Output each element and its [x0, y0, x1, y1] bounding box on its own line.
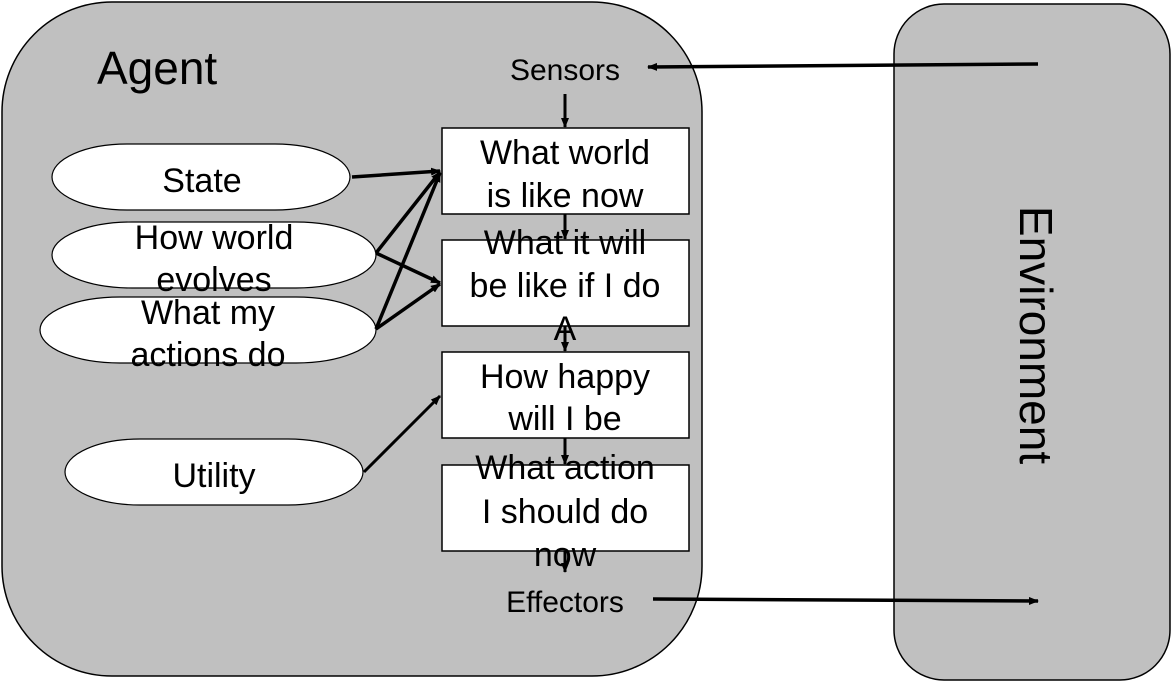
- what-my-actions-do-label-line2: actions do: [131, 336, 286, 374]
- how-world-evolves-label-line2: evolves: [156, 261, 271, 299]
- what-action-box: [441, 464, 690, 552]
- environment-title: Environment: [1010, 206, 1062, 464]
- how-world-evolves-pill: [51, 221, 377, 289]
- what-action-label-line2: I should do: [482, 493, 648, 531]
- what-action-label-line1: What action: [475, 449, 655, 487]
- state-label: State: [162, 162, 241, 200]
- what-my-actions-do-pill: [39, 296, 377, 364]
- what-it-will-label-line3: A: [554, 310, 577, 348]
- how-happy-label-line2: will I be: [507, 400, 621, 438]
- utility-label: Utility: [172, 457, 255, 495]
- what-it-will-label-line1: What it will: [484, 224, 646, 262]
- actions-to-will-be-arrow: [374, 282, 442, 331]
- percept-arrow: [647, 62, 1039, 71]
- state-to-world-arrow: [351, 167, 441, 179]
- what-action-label-line3: now: [534, 536, 597, 574]
- evolves-to-world-arrow: [374, 170, 442, 255]
- agent-title: Agent: [97, 42, 217, 94]
- utility-pill: [64, 438, 364, 506]
- what-my-actions-do-label-line1: What my: [141, 294, 275, 332]
- what-world-label-line2: is like now: [487, 177, 644, 215]
- how-happy-will-i-be-box: [441, 351, 690, 439]
- action-arrow: [652, 596, 1039, 605]
- sensors-label: Sensors: [510, 54, 620, 87]
- environment-container: [893, 3, 1171, 681]
- state-pill: [51, 143, 351, 211]
- how-happy-label-line1: How happy: [480, 358, 650, 396]
- effectors-label: Effectors: [506, 586, 624, 619]
- actions-to-world-arrow: [374, 172, 442, 330]
- how-world-evolves-label-line1: How world: [135, 219, 294, 257]
- what-it-will-label-line2: be like if I do: [470, 267, 661, 305]
- evolves-to-will-be-arrow: [375, 251, 441, 285]
- utility-to-happy-arrow: [362, 394, 442, 474]
- what-world-label-line1: What world: [480, 134, 650, 172]
